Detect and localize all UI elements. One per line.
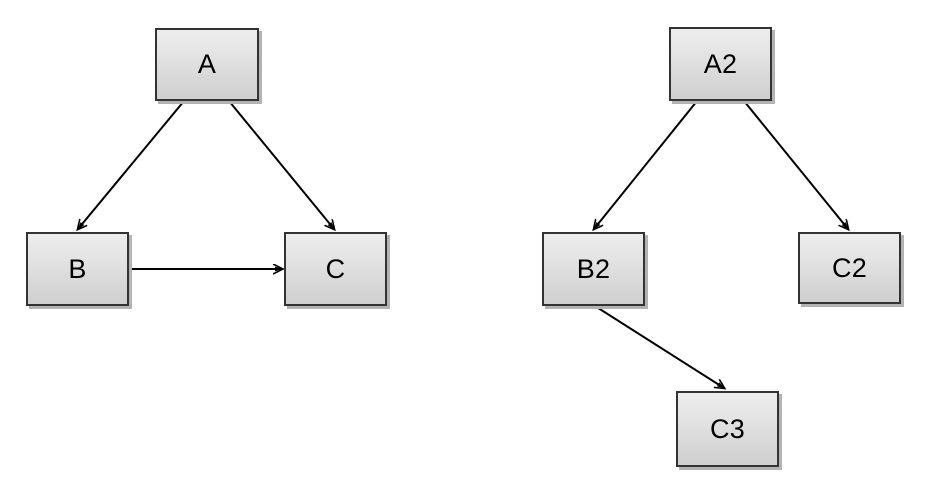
node-b2[interactable]: B2: [542, 232, 645, 306]
node-label-a2: A2: [703, 48, 738, 79]
node-label-c3: C3: [710, 413, 745, 444]
edge-a-to-c: [228, 100, 334, 229]
edge-b2-to-c3: [594, 305, 724, 388]
node-c3[interactable]: C3: [676, 391, 779, 467]
node-label-a: A: [197, 49, 217, 79]
edge-a-to-b: [78, 100, 185, 229]
node-b[interactable]: B: [26, 232, 129, 306]
node-a2[interactable]: A2: [669, 27, 772, 101]
edge-a2-to-c2: [743, 100, 848, 229]
node-a[interactable]: A: [155, 28, 259, 101]
edge-a2-to-b2: [594, 100, 698, 229]
node-label-b2: B2: [576, 253, 611, 284]
node-label-c2: C2: [832, 252, 867, 283]
node-c[interactable]: C: [284, 232, 387, 306]
node-label-c: C: [325, 253, 346, 284]
node-label-b: B: [68, 253, 87, 284]
node-c2[interactable]: C2: [798, 232, 901, 304]
